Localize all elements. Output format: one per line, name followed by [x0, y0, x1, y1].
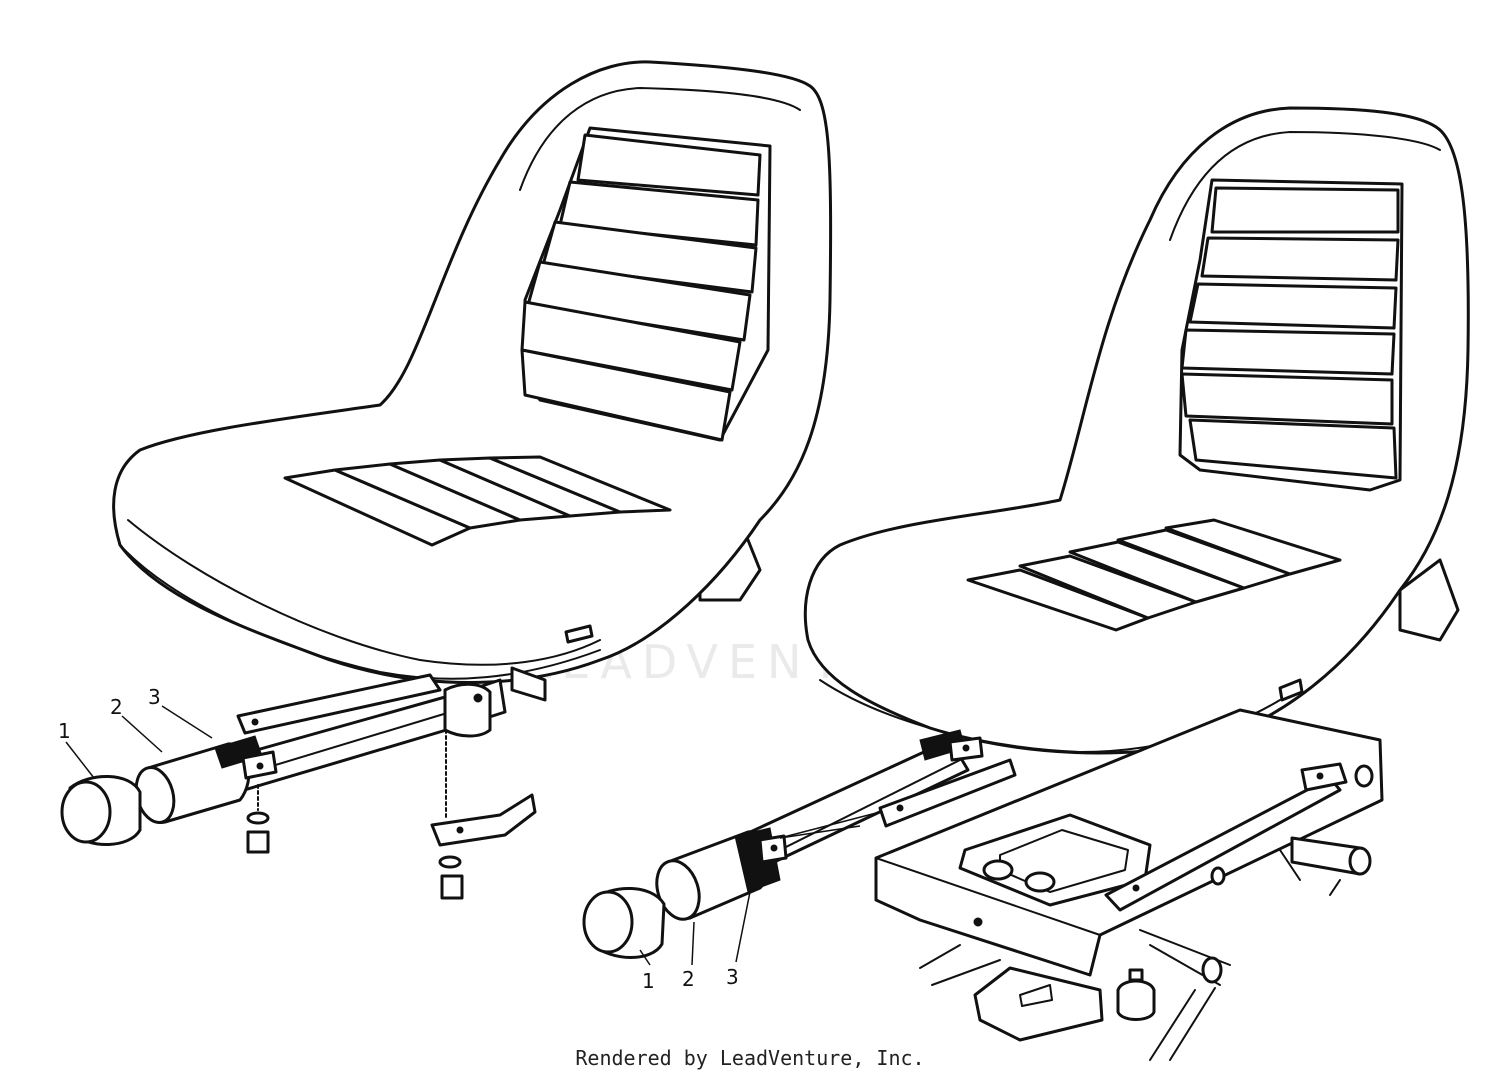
left-callout-3: 3 — [148, 685, 161, 709]
left-bolt-2 — [440, 874, 464, 900]
left-callout-1: 1 — [58, 719, 71, 743]
left-upper-bracket — [236, 673, 442, 735]
right-seat-cushion-ribs — [966, 518, 1342, 632]
left-seat-assembly: 1 2 3 — [58, 60, 833, 900]
left-seat-cushion-ribs — [283, 455, 672, 547]
right-side-rail — [1104, 776, 1342, 912]
left-callout-2: 2 — [110, 695, 123, 719]
right-callout-2: 2 — [682, 967, 695, 991]
left-bolt-1 — [246, 830, 270, 854]
right-callout-3: 3 — [726, 965, 739, 989]
right-callout-1: 1 — [642, 969, 655, 993]
left-lower-bracket — [430, 793, 537, 847]
left-seat-back-ribs — [520, 133, 762, 442]
right-seat-back-ribs — [1180, 186, 1400, 480]
right-rubber-bumper — [1116, 979, 1156, 1021]
rendered-by-credit: Rendered by LeadVenture, Inc. — [575, 1046, 925, 1070]
right-seat-assembly: 1 2 3 — [582, 106, 1470, 1061]
